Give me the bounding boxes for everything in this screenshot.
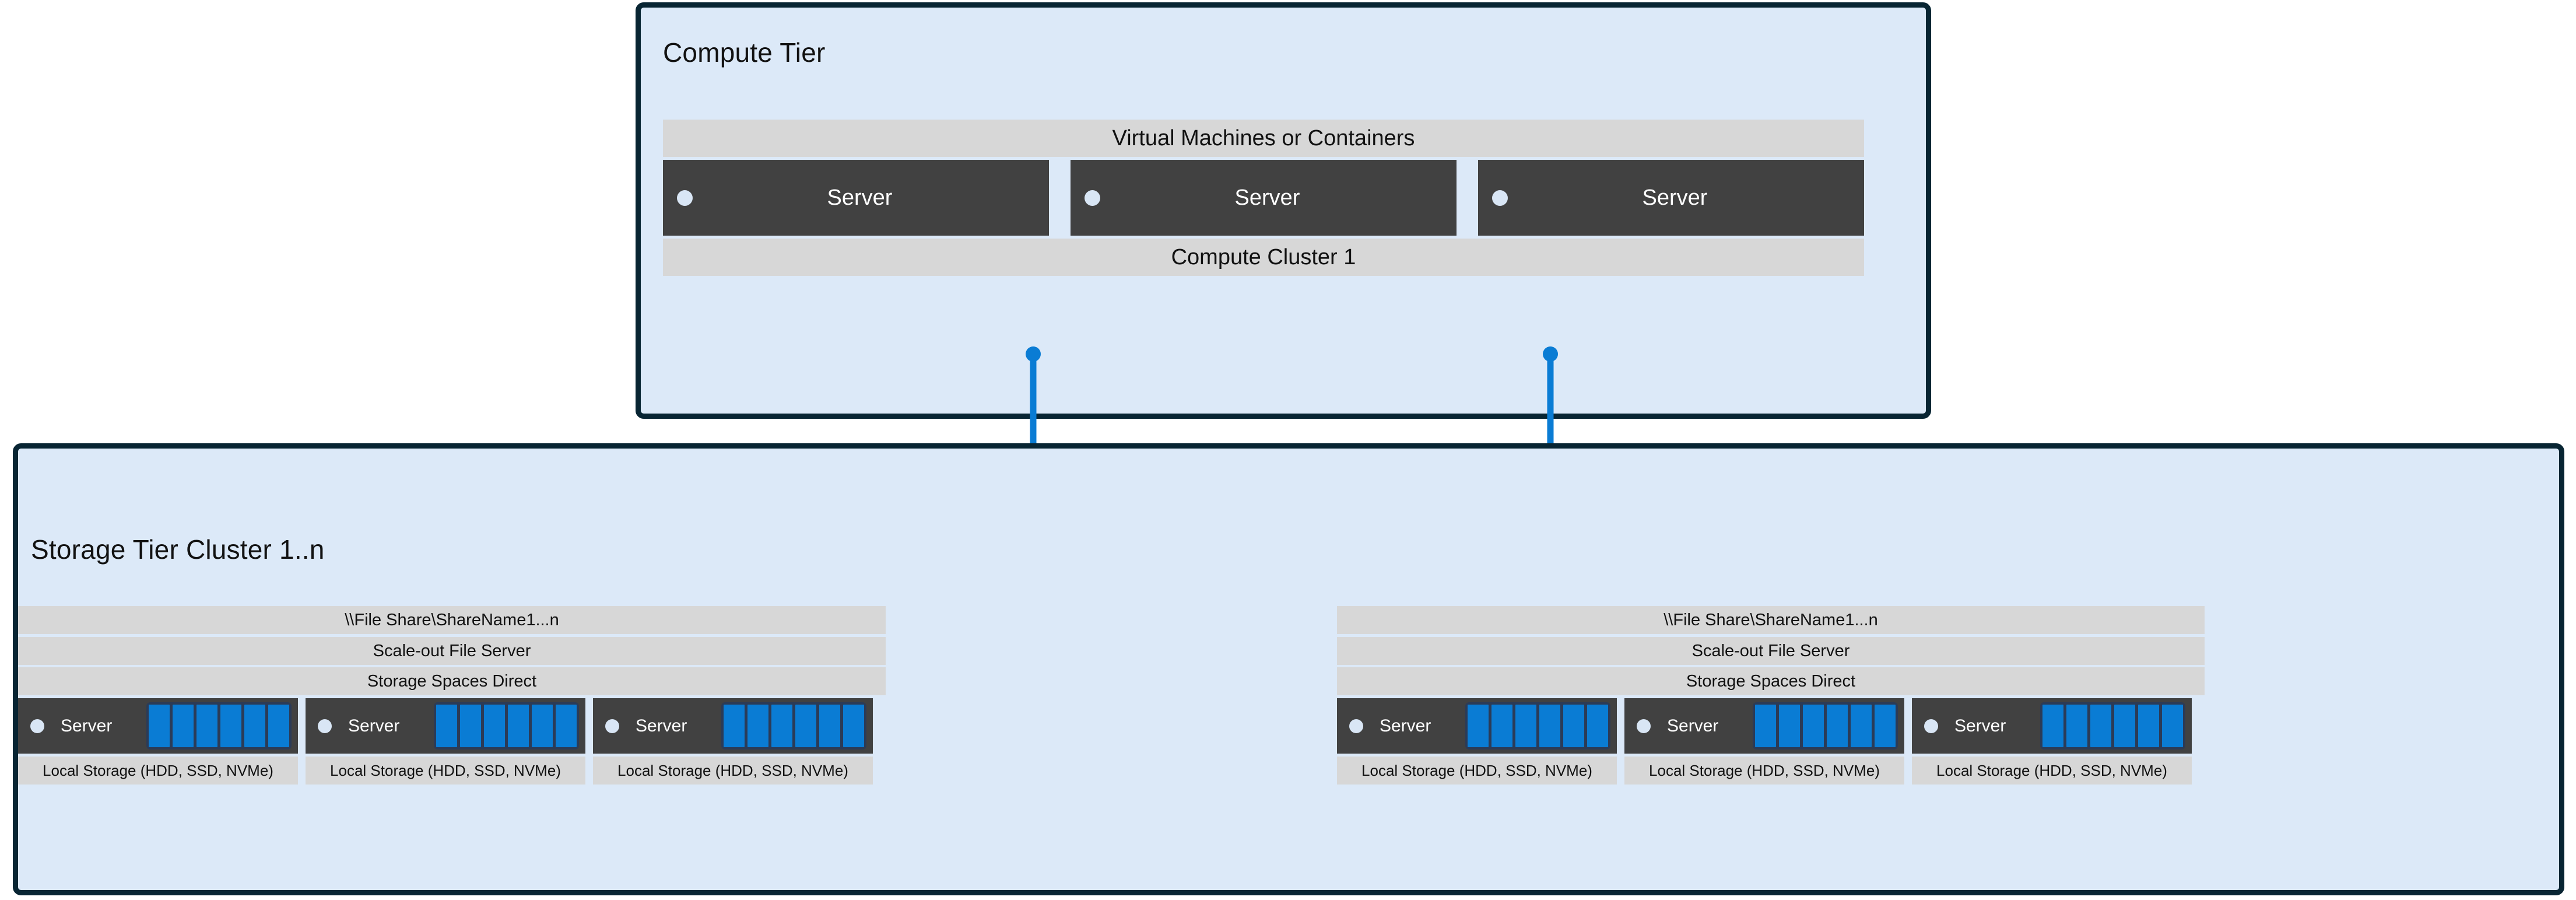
disk-bar — [220, 705, 241, 747]
disk-bar — [1468, 705, 1489, 747]
disk-bar — [2138, 705, 2159, 747]
status-dot-icon — [30, 719, 44, 733]
storage-server-2-label: Server — [348, 716, 400, 736]
connector-left-dot-top — [1026, 346, 1041, 362]
disk-bar — [2066, 705, 2087, 747]
compute-server-2-label: Server — [1234, 185, 1300, 210]
status-dot-icon — [1492, 190, 1508, 206]
disk-bar — [268, 705, 289, 747]
file-share-bar: \\File Share\ShareName1...n — [1337, 606, 2205, 634]
local-storage-bar-1: Local Storage (HDD, SSD, NVMe) — [1337, 757, 1617, 785]
disk-bar — [149, 705, 170, 747]
local-storage-bar-3: Local Storage (HDD, SSD, NVMe) — [593, 757, 873, 785]
disk-bar — [1851, 705, 1872, 747]
compute-tier-title: Compute Tier — [663, 37, 826, 68]
storage-cluster-right: \\File Share\ShareName1...n Scale-out Fi… — [1337, 449, 2559, 900]
disk-array — [2040, 702, 2185, 750]
storage-server-3[interactable]: Server — [1912, 698, 2192, 754]
disk-bar — [508, 705, 529, 747]
disk-bar — [484, 705, 505, 747]
compute-server-3[interactable]: Server — [1478, 160, 1864, 236]
disk-bar — [1515, 705, 1536, 747]
storage-server-1[interactable]: Server — [18, 698, 298, 754]
disk-bar — [747, 705, 768, 747]
disk-bar — [1779, 705, 1800, 747]
disk-array — [721, 702, 866, 750]
status-dot-icon — [1637, 719, 1651, 733]
disk-bar — [1827, 705, 1848, 747]
connector-left-line — [1030, 347, 1037, 486]
disk-bar — [1587, 705, 1608, 747]
disk-bar — [2162, 705, 2183, 747]
storage-server-2[interactable]: Server — [306, 698, 585, 754]
disk-array — [146, 702, 292, 750]
compute-server-1[interactable]: Server — [663, 160, 1049, 236]
storage-server-3-label: Server — [636, 716, 687, 736]
storage-server-3-label: Server — [1954, 716, 2006, 736]
storage-server-1[interactable]: Server — [1337, 698, 1617, 754]
disk-array — [1753, 702, 1898, 750]
status-dot-icon — [1085, 190, 1100, 206]
disk-bar — [244, 705, 265, 747]
local-storage-bar-2: Local Storage (HDD, SSD, NVMe) — [306, 757, 585, 785]
file-share-bar: \\File Share\ShareName1...n — [18, 606, 886, 634]
disk-bar — [436, 705, 457, 747]
disk-bar — [2042, 705, 2063, 747]
disk-bar — [1563, 705, 1584, 747]
disk-bar — [771, 705, 792, 747]
status-dot-icon — [1349, 719, 1363, 733]
disk-bar — [173, 705, 194, 747]
compute-server-3-label: Server — [1642, 185, 1708, 210]
storage-server-1-label: Server — [1380, 716, 1431, 736]
status-dot-icon — [677, 190, 693, 206]
disk-bar — [532, 705, 553, 747]
disk-bar — [460, 705, 481, 747]
status-dot-icon — [1924, 719, 1938, 733]
local-storage-bar-1: Local Storage (HDD, SSD, NVMe) — [18, 757, 298, 785]
disk-bar — [843, 705, 864, 747]
compute-server-2[interactable]: Server — [1071, 160, 1457, 236]
scale-out-file-server-bar: Scale-out File Server — [18, 637, 886, 665]
connector-right-line — [1547, 347, 1554, 486]
disk-bar — [1875, 705, 1896, 747]
disk-bar — [196, 705, 217, 747]
disk-array — [434, 702, 579, 750]
status-dot-icon — [318, 719, 332, 733]
storage-cluster-left: \\File Share\ShareName1...n Scale-out Fi… — [18, 449, 1232, 900]
compute-tier-panel: Compute Tier Virtual Machines or Contain… — [636, 2, 1931, 419]
storage-tier-title: Storage Tier Cluster 1..n — [31, 534, 325, 565]
storage-server-3[interactable]: Server — [593, 698, 873, 754]
storage-spaces-direct-bar: Storage Spaces Direct — [1337, 667, 2205, 695]
storage-tier-panel: Storage Tier Cluster 1..n \\File Share\S… — [13, 443, 2564, 895]
disk-bar — [2090, 705, 2111, 747]
compute-server-1-label: Server — [827, 185, 893, 210]
compute-cluster-bar: Compute Cluster 1 — [663, 239, 1864, 276]
scale-out-file-server-bar: Scale-out File Server — [1337, 637, 2205, 665]
disk-bar — [1491, 705, 1512, 747]
disk-bar — [1755, 705, 1776, 747]
disk-bar — [795, 705, 816, 747]
local-storage-bar-3: Local Storage (HDD, SSD, NVMe) — [1912, 757, 2192, 785]
connector-right-dot-top — [1543, 346, 1558, 362]
storage-server-2-label: Server — [1667, 716, 1719, 736]
disk-bar — [556, 705, 577, 747]
virtual-machines-bar: Virtual Machines or Containers — [663, 120, 1864, 157]
storage-spaces-direct-bar: Storage Spaces Direct — [18, 667, 886, 695]
disk-bar — [2114, 705, 2135, 747]
storage-server-1-label: Server — [61, 716, 113, 736]
disk-array — [1465, 702, 1610, 750]
disk-bar — [724, 705, 745, 747]
storage-server-2[interactable]: Server — [1624, 698, 1904, 754]
disk-bar — [819, 705, 840, 747]
disk-bar — [1539, 705, 1560, 747]
status-dot-icon — [605, 719, 619, 733]
disk-bar — [1803, 705, 1824, 747]
local-storage-bar-2: Local Storage (HDD, SSD, NVMe) — [1624, 757, 1904, 785]
